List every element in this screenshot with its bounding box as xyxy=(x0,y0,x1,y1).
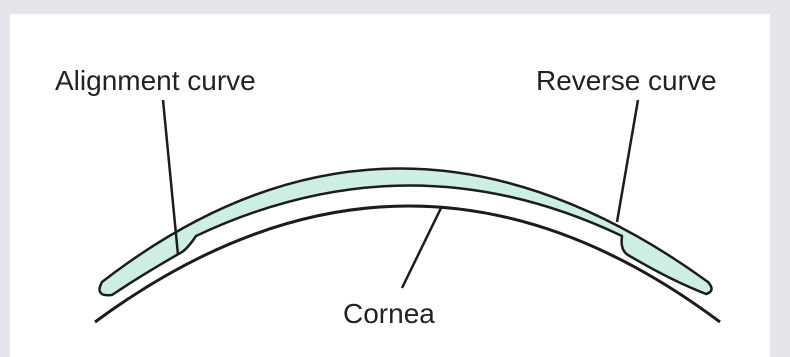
reverse-curve-leader xyxy=(615,99,640,223)
alignment-curve-label: Alignment curve xyxy=(55,65,256,96)
cornea-leader xyxy=(400,205,444,289)
cornea-label: Cornea xyxy=(343,298,435,329)
reverse-curve-label: Reverse curve xyxy=(536,65,717,96)
contact-lens xyxy=(98,167,713,297)
alignment-curve-leader xyxy=(161,99,180,256)
cornea-curve xyxy=(94,204,721,324)
